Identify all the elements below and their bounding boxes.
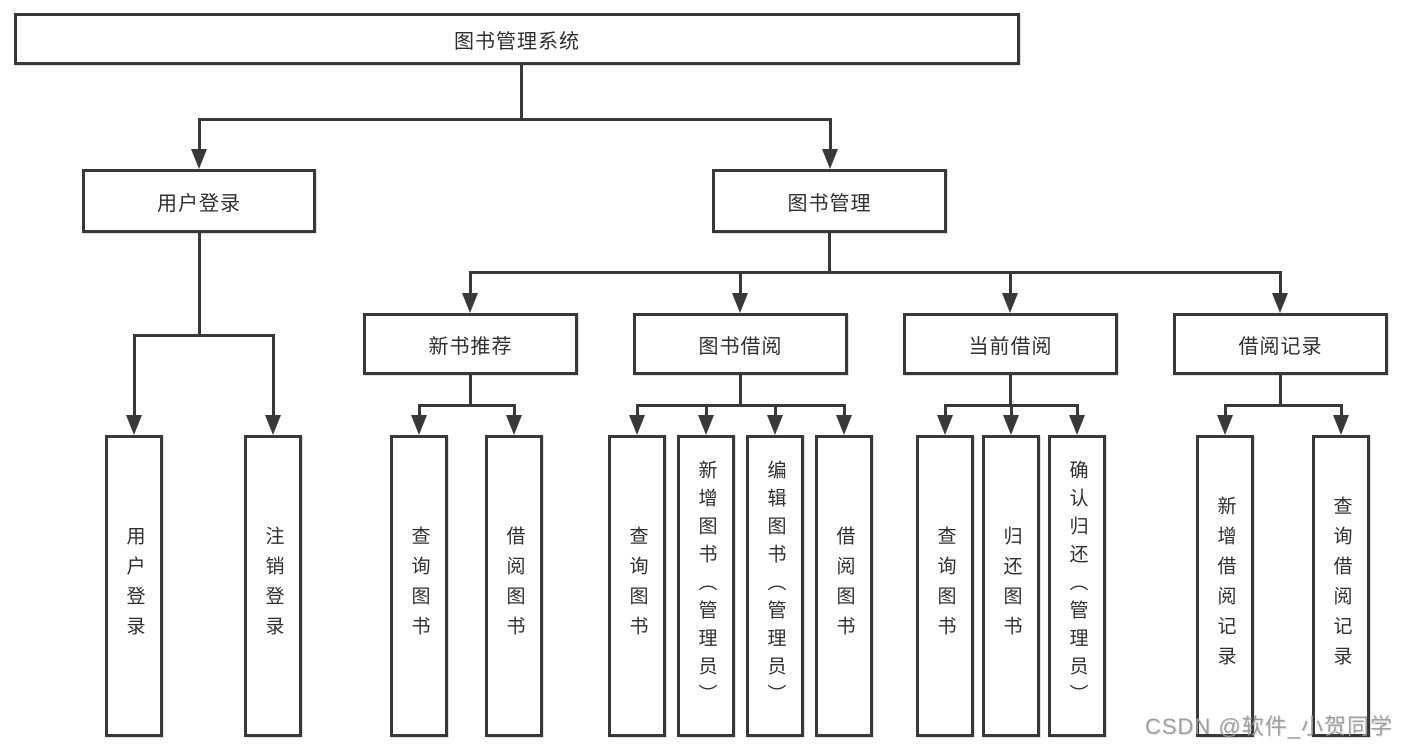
leaf-label: 注销登录 — [262, 526, 284, 646]
node-borrowing-records: 借阅记录 — [1173, 313, 1388, 375]
leaf-label: 归还图书 — [1000, 526, 1022, 646]
arrow-down-icon — [836, 415, 852, 435]
connector-line — [1224, 404, 1227, 417]
leaf-borrow-books-1: 借阅图书 — [485, 435, 543, 737]
arrow-down-icon — [265, 415, 281, 435]
connector-line — [1010, 404, 1013, 417]
connector-line — [829, 118, 832, 151]
arrow-down-icon — [506, 415, 522, 435]
node-label: 用户登录 — [157, 192, 241, 215]
leaf-label: 新增借阅记录 — [1214, 496, 1236, 676]
connector-line — [1279, 271, 1282, 295]
connector-line — [739, 271, 742, 295]
connector-line — [469, 271, 1282, 274]
connector-line — [520, 65, 523, 118]
connector-line — [133, 334, 275, 337]
connector-line — [1224, 404, 1343, 407]
arrow-down-icon — [126, 415, 142, 435]
arrow-down-icon — [629, 415, 645, 435]
arrow-down-icon — [767, 415, 783, 435]
connector-line — [1009, 375, 1012, 407]
connector-line — [636, 404, 639, 417]
connector-line — [1076, 404, 1079, 417]
arrow-down-icon — [1002, 293, 1018, 313]
arrow-down-icon — [411, 415, 427, 435]
leaf-label: 确认归还（管理员） — [1066, 460, 1088, 712]
connector-line — [1009, 271, 1012, 295]
connector-line — [828, 233, 831, 274]
leaf-add-borrow-record: 新增借阅记录 — [1196, 435, 1254, 737]
node-label: 当前借阅 — [968, 335, 1053, 358]
connector-line — [774, 404, 777, 417]
node-label: 新书推荐 — [428, 335, 513, 358]
connector-line — [469, 271, 472, 295]
node-book-borrowing: 图书借阅 — [633, 313, 848, 375]
leaf-borrow-books-2: 借阅图书 — [815, 435, 873, 737]
leaf-query-books-1: 查询图书 — [390, 435, 448, 737]
leaf-query-books-3: 查询图书 — [916, 435, 974, 737]
node-label: 图书管理系统 — [454, 30, 580, 53]
leaf-edit-books-admin: 编辑图书（管理员） — [746, 435, 804, 737]
connector-line — [1279, 375, 1282, 407]
connector-line — [418, 404, 421, 417]
node-root-library-management-system: 图书管理系统 — [14, 13, 1020, 65]
arrow-down-icon — [1003, 415, 1019, 435]
connector-line — [944, 404, 947, 417]
leaf-query-books-2: 查询图书 — [608, 435, 666, 737]
connector-line — [198, 233, 201, 337]
node-label: 图书借阅 — [698, 335, 783, 358]
leaf-label: 借阅图书 — [833, 526, 855, 646]
connector-line — [469, 375, 472, 407]
connector-line — [272, 334, 275, 417]
connector-line — [843, 404, 846, 417]
node-label: 图书管理 — [787, 192, 872, 215]
arrow-down-icon — [1217, 415, 1233, 435]
node-new-book-recommend: 新书推荐 — [363, 313, 578, 375]
arrow-down-icon — [191, 149, 207, 169]
arrow-down-icon — [1333, 415, 1349, 435]
connector-line — [636, 404, 846, 407]
leaf-logout: 注销登录 — [244, 435, 302, 737]
leaf-add-books-admin: 新增图书（管理员） — [677, 435, 735, 737]
arrow-down-icon — [1272, 293, 1288, 313]
node-user-login: 用户登录 — [82, 169, 316, 233]
connector-line — [418, 404, 516, 407]
connector-line — [513, 404, 516, 417]
leaf-return-books: 归还图书 — [982, 435, 1040, 737]
connector-line — [198, 118, 201, 151]
leaf-confirm-return-admin: 确认归还（管理员） — [1048, 435, 1106, 737]
arrow-down-icon — [462, 293, 478, 313]
leaf-label: 查询借阅记录 — [1330, 496, 1352, 676]
node-label: 借阅记录 — [1238, 335, 1323, 358]
leaf-query-borrow-record: 查询借阅记录 — [1312, 435, 1370, 737]
leaf-label: 借阅图书 — [503, 526, 525, 646]
leaf-label: 用户登录 — [123, 526, 145, 646]
leaf-label: 编辑图书（管理员） — [764, 460, 786, 712]
arrow-down-icon — [1069, 415, 1085, 435]
arrow-down-icon — [937, 415, 953, 435]
arrow-down-icon — [732, 293, 748, 313]
connector-line — [705, 404, 708, 417]
connector-line — [1340, 404, 1343, 417]
arrow-down-icon — [698, 415, 714, 435]
leaf-label: 新增图书（管理员） — [695, 460, 717, 712]
csdn-watermark: CSDN @软件_小贺同学 — [1144, 714, 1393, 739]
connector-line — [198, 118, 832, 121]
leaf-label: 查询图书 — [626, 526, 648, 646]
leaf-label: 查询图书 — [934, 526, 956, 646]
leaf-label: 查询图书 — [408, 526, 430, 646]
connector-line — [133, 334, 136, 417]
node-current-borrowing: 当前借阅 — [903, 313, 1118, 375]
node-book-management: 图书管理 — [712, 169, 947, 233]
arrow-down-icon — [822, 149, 838, 169]
connector-line — [739, 375, 742, 407]
leaf-user-login: 用户登录 — [105, 435, 163, 737]
